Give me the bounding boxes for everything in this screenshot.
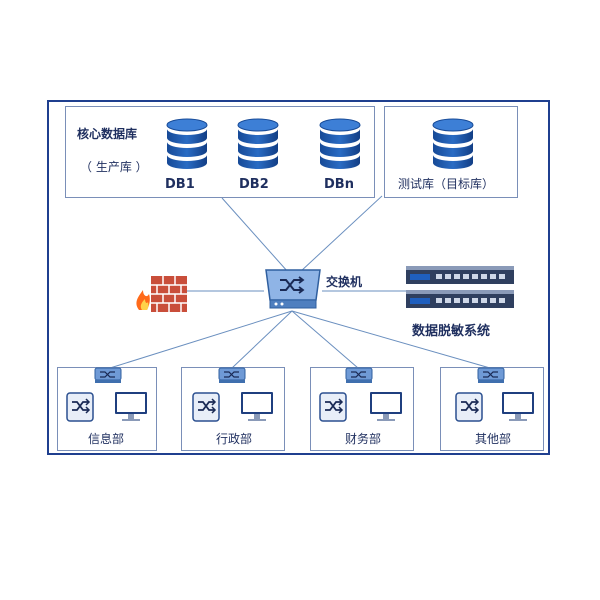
department-label: 信息部 [88,432,125,446]
db2-label: DB2 [239,177,269,192]
test-database-label: 测试库（目标库） [398,177,495,191]
monitor-icon [115,392,147,421]
department-label: 其他部 [475,432,512,446]
masking-appliance-icon [406,266,514,308]
server-icon [319,392,347,422]
db1-label: DB1 [165,177,195,192]
small-switch-icon [218,367,246,384]
core-database-subtitle: （ 生产库 ） [80,160,148,174]
firewall-icon [136,276,187,312]
server-icon [192,392,220,422]
database-icon-dbn [319,118,361,170]
database-icon-db2 [237,118,279,170]
monitor-icon [241,392,273,421]
dbn-label: DBn [324,177,354,192]
server-icon [455,392,483,422]
small-switch-icon [94,367,122,384]
core-database-title: 核心数据库 [77,127,138,141]
network-frame [47,100,550,455]
small-switch-icon [477,367,505,384]
department-box-finance: 财务部 [310,367,414,451]
switch-label: 交换机 [326,275,363,289]
department-box-info: 信息部 [57,367,157,451]
department-label: 行政部 [216,432,253,446]
server-icon [66,392,94,422]
test-database-box: 测试库（目标库） [384,106,518,198]
masking-system-label: 数据脱敏系统 [412,324,491,339]
switch-icon [265,269,321,309]
monitor-icon [502,392,534,421]
monitor-icon [370,392,402,421]
core-database-box: 核心数据库 （ 生产库 ） DB1 DB2 DBn [65,106,375,198]
department-label: 财务部 [345,432,382,446]
department-box-admin: 行政部 [181,367,285,451]
department-box-other: 其他部 [440,367,544,451]
small-switch-icon [345,367,373,384]
database-icon-test [432,118,474,170]
database-icon-db1 [166,118,208,170]
